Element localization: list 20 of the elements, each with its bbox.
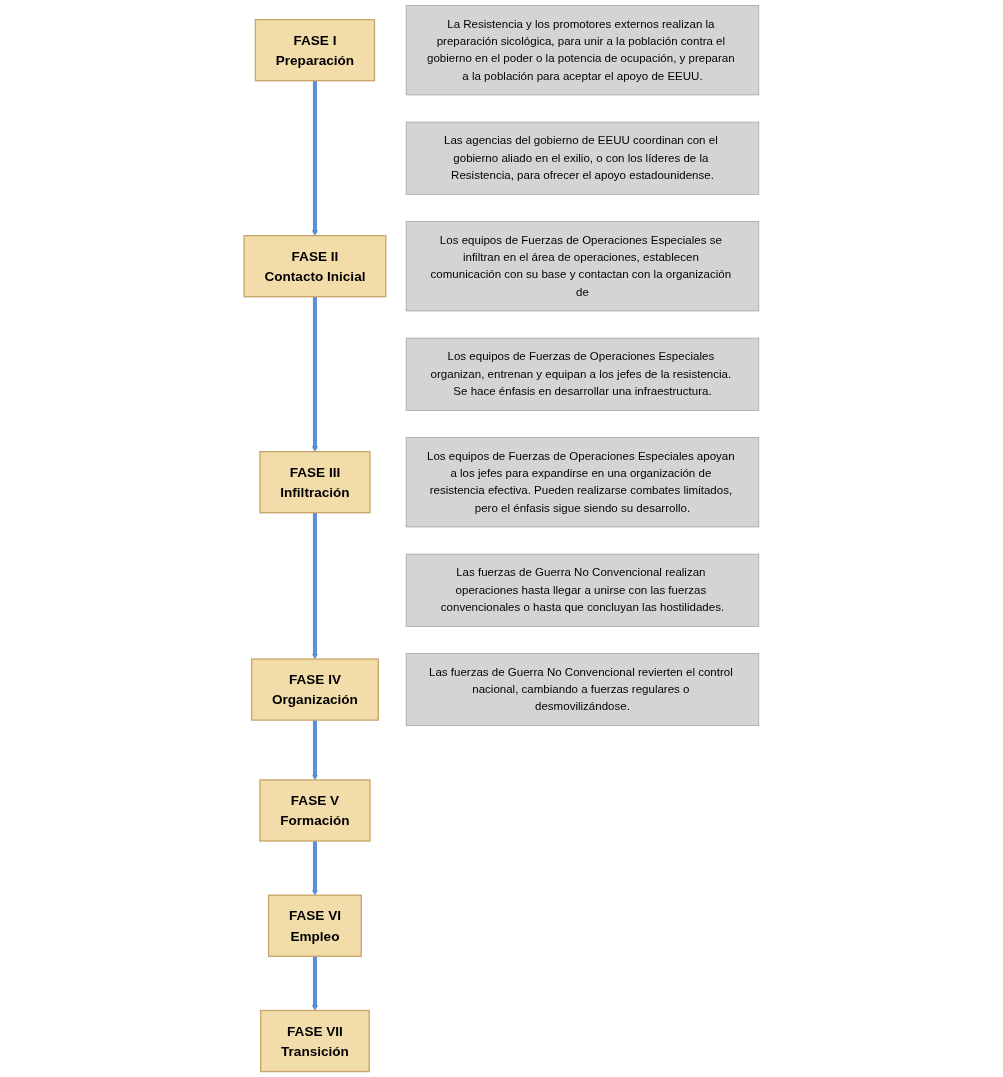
arrow — [312, 296, 318, 452]
node-box: Los equipos de Fuerzas de Operaciones Especiales organizan, entrenan y equipan a los jefes de la resistencia. Se hace énfasis en desarrollar una infraestructura. — [405, 337, 760, 411]
arrow — [312, 512, 318, 660]
node-box: FASE III Infiltración — [259, 451, 371, 514]
node-box: Las fuerzas de Guerra No Convencional realizan operaciones hasta llegar a unirse con las fuerzas convencionales o hasta que concluyan las hostilidades. — [405, 553, 760, 627]
arrow — [312, 841, 318, 896]
node-box: FASE VII Transición — [260, 1009, 370, 1073]
node-box: Las fuerzas de Guerra No Convencional revierten el control nacional, cambiando a fuerzas regulares o desmovilizándose. — [405, 653, 760, 727]
arrow — [312, 956, 318, 1011]
node-box: FASE V Formación — [259, 779, 371, 842]
node-box: La Resistencia y los promotores externos realizan la preparación sicológica, para unir a la población contra el gobierno en el poder o la potencia de ocupación, y preparan a la población para aceptar el apoyo de EEUU. — [405, 5, 760, 96]
node-box: FASE I Preparación — [254, 19, 376, 82]
node-box: Los equipos de Fuerzas de Operaciones Especiales se infiltran en el área de operaciones, establecen comunicación con su base y contactan con la organización de — [405, 221, 760, 312]
node-box: FASE IV Organización — [251, 658, 379, 721]
arrow — [312, 720, 318, 781]
node-box: FASE II Contacto Inicial — [243, 235, 387, 298]
arrow — [312, 80, 318, 236]
node-box: FASE VI Empleo — [267, 894, 363, 957]
node-box: Las agencias del gobierno de EEUU coordinan con el gobierno aliado en el exilio, o con los líderes de la Resistencia, para ofrecer el apoyo estadounidense. — [405, 121, 760, 195]
node-box: Los equipos de Fuerzas de Operaciones Especiales apoyan a los jefes para expandirse en una organización de resistencia efectiva. Pueden realizarse combates limitados, pero el énfasis sigue siendo su desarrollo. — [405, 437, 760, 528]
